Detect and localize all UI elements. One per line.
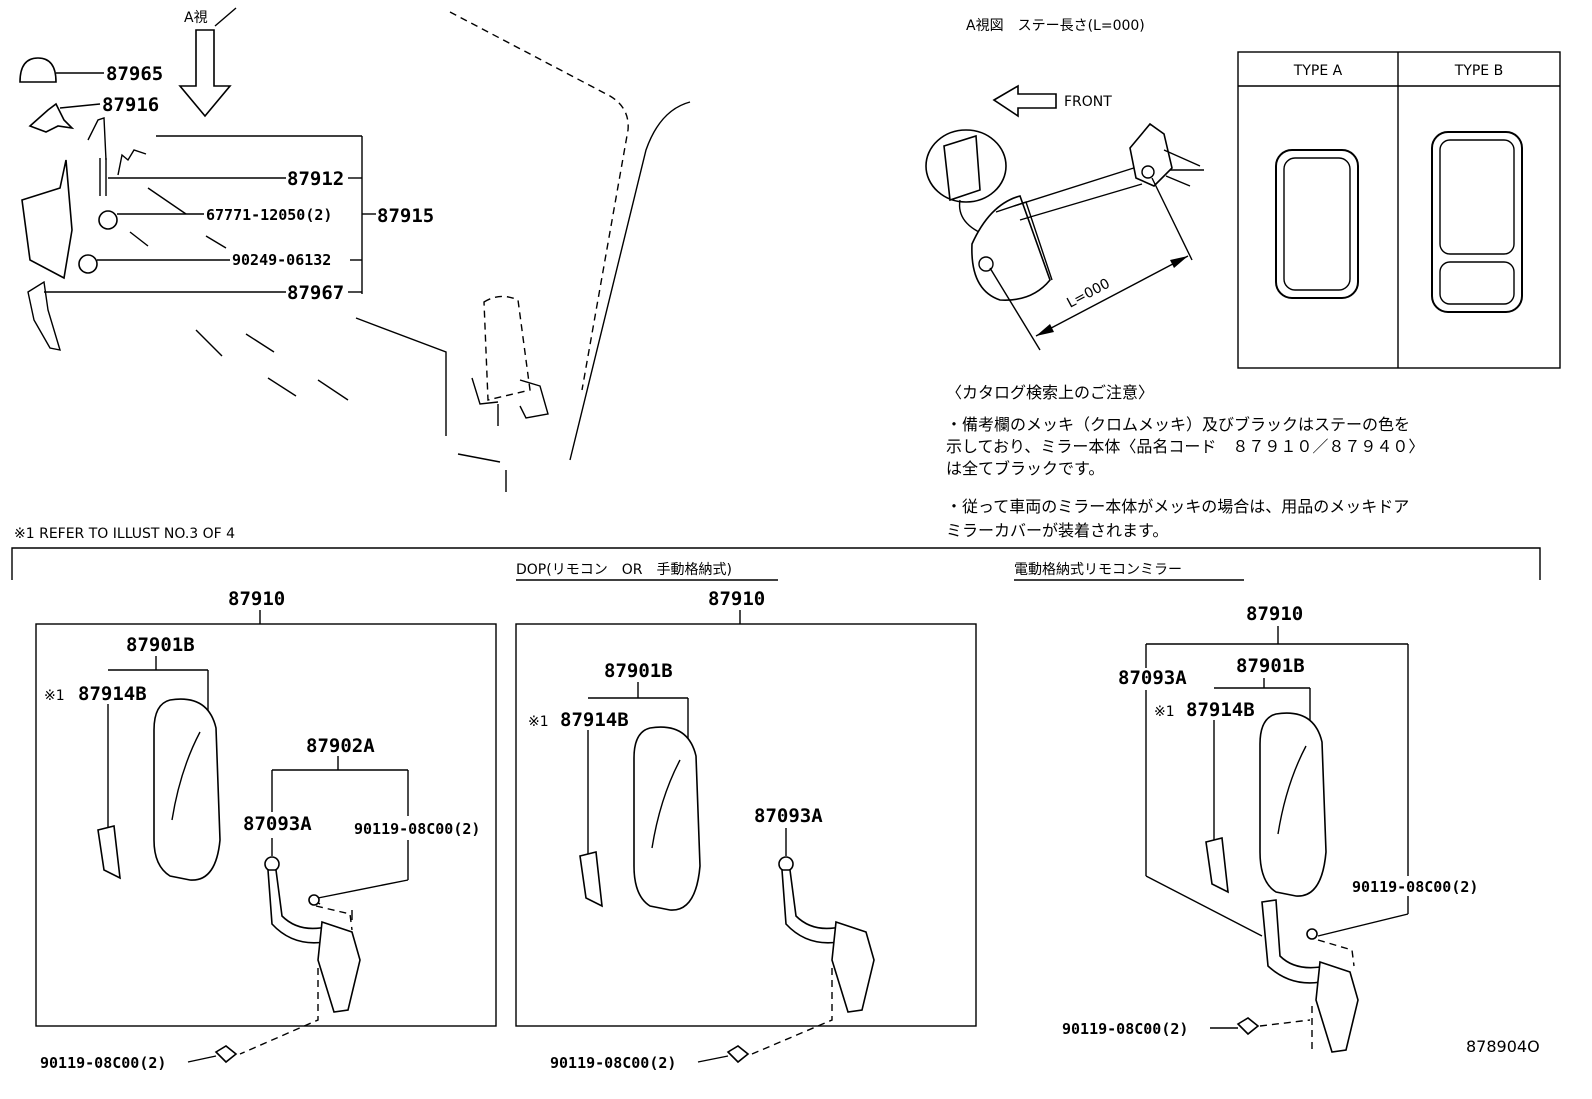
box2-cover-icon [579, 851, 603, 908]
box2-label-87914b: 87914B [560, 709, 629, 731]
type-b-mirror-icon [1431, 131, 1523, 313]
front-arrow-icon [992, 84, 1057, 118]
box2-bracket-icon [831, 920, 875, 1013]
box1-label-87901b: 87901B [126, 634, 195, 656]
box3-cover-icon [1205, 837, 1229, 894]
top-left-assembly: A視 87965 87916 87912 67 [19, 7, 691, 492]
box-1: 87910 87901B ※1 87914B 87902A 87093A 901… [35, 588, 497, 1072]
section-frame [11, 547, 1541, 580]
view-arrow-icon [178, 29, 232, 118]
box3-label-87914b: 87914B [1186, 699, 1255, 721]
clip-90249-icon [78, 254, 98, 274]
box2-label-87910: 87910 [708, 588, 765, 610]
mirror-mount-icon [483, 295, 531, 401]
view-a-label: A視 [184, 10, 208, 26]
box1-cover-icon [97, 825, 121, 880]
box1-bolt-outer-icon [214, 1045, 238, 1064]
box3-mirror-icon [1259, 712, 1327, 897]
stay-bar-icon [1013, 165, 1141, 207]
label-67771: 67771-12050(2) [206, 206, 332, 224]
label-90249: 90249-06132 [232, 251, 331, 269]
box1-bolt-inner-icon [308, 894, 320, 906]
box2-label-87901b: 87901B [604, 660, 673, 682]
cap-icon [19, 57, 57, 83]
door-panel-icon [21, 159, 73, 280]
box3-bolt-inner-icon [1306, 928, 1318, 940]
box3-label-90119-inner: 90119-08C00(2) [1352, 878, 1478, 896]
label-87967: 87967 [287, 282, 344, 304]
mirror-base-icon [971, 195, 1051, 301]
label-87912: 87912 [287, 168, 344, 190]
box1-mirror-icon [153, 698, 221, 881]
view-a-detail: A視図 ステー長さ(L=000) FRONT L=000 [925, 18, 1204, 351]
dimension-line [1035, 255, 1189, 337]
notes-heading: 〈カタログ検索上のご注意〉 [946, 383, 1154, 402]
box1-label-87093a: 87093A [243, 813, 312, 835]
vehicle-outline [449, 11, 629, 391]
box3-label-87910: 87910 [1246, 603, 1303, 625]
leader-87916 [59, 103, 101, 109]
box1-label-90119-outer: 90119-08C00(2) [40, 1054, 166, 1072]
type-b-header: TYPE B [1454, 63, 1503, 79]
notes-line-5: ミラーカバーが装着されます。 [946, 521, 1168, 540]
box2-ball-icon [778, 856, 794, 872]
figure-id: 878904O [1466, 1037, 1540, 1056]
box1-mark: ※1 [44, 688, 65, 704]
notes-line-1: ・備考欄のメッキ（クロムメッキ）及びブラックはステーの色を [946, 415, 1410, 434]
box-3: 87910 87093A 87901B ※1 87914B 90119-08C0… [1062, 603, 1478, 1054]
catalog-notes: 〈カタログ検索上のご注意〉 ・備考欄のメッキ（クロムメッキ）及びブラックはステー… [946, 383, 1424, 540]
box3-label-87093a: 87093A [1118, 667, 1187, 689]
box1-ball-icon [264, 856, 280, 872]
notes-line-2: 示しており、ミラー本体〈品名コード ８７９１０／８７９４０〉 [946, 437, 1424, 456]
box2-mark: ※1 [528, 714, 549, 730]
box2-label-90119-outer: 90119-08C00(2) [550, 1054, 676, 1072]
label-87915: 87915 [377, 205, 434, 227]
label-87965: 87965 [106, 63, 163, 85]
view-a-leader [214, 7, 237, 27]
notes-line-4: ・従って車両のミラー本体がメッキの場合は、用品のメッキドア [946, 497, 1409, 516]
box1-bracket-icon [317, 920, 361, 1013]
box1-label-87914b: 87914B [78, 683, 147, 705]
trim-piece-icon [87, 117, 107, 161]
box3-bracket-icon [1315, 960, 1359, 1053]
box3-mark: ※1 [1154, 704, 1175, 720]
box2-frame [515, 623, 977, 1027]
box1-label-90119-inner: 90119-08C00(2) [354, 820, 480, 838]
garnish-87967-icon [27, 280, 62, 351]
type-a-mirror-icon [1275, 149, 1359, 299]
box1-frame [35, 623, 497, 1027]
box3-label-87901b: 87901B [1236, 655, 1305, 677]
box3-bolt-outer-icon [1236, 1017, 1260, 1036]
box1-label-87902a: 87902A [306, 735, 375, 757]
section-dop-title: DOP(リモコン OR 手動格納式) [516, 562, 732, 578]
notes-line-3: は全てブラックです。 [946, 459, 1104, 478]
view-a-title: A視図 ステー長さ(L=000) [966, 18, 1145, 34]
box1-label-87910: 87910 [228, 588, 285, 610]
clip-67771-icon [98, 210, 118, 230]
box2-mirror-icon [633, 726, 701, 911]
box2-label-87093a: 87093A [754, 805, 823, 827]
length-label: L=000 [1064, 276, 1112, 312]
box-2: 87910 87901B ※1 87914B 87093A 90119-08C0… [515, 588, 977, 1072]
type-a-header: TYPE A [1293, 63, 1343, 79]
stay-bracket-icon [1129, 122, 1173, 187]
bracket-icon [28, 102, 75, 133]
box2-bolt-outer-icon [726, 1045, 750, 1064]
label-87916: 87916 [102, 94, 159, 116]
front-label: FRONT [1064, 94, 1112, 110]
refer-note: ※1 REFER TO ILLUST NO.3 OF 4 [14, 526, 235, 542]
box3-label-90119-outer: 90119-08C00(2) [1062, 1020, 1188, 1038]
section-electric-title: 電動格納式リモコンミラー [1014, 562, 1182, 578]
type-table: TYPE A TYPE B [1237, 51, 1561, 369]
